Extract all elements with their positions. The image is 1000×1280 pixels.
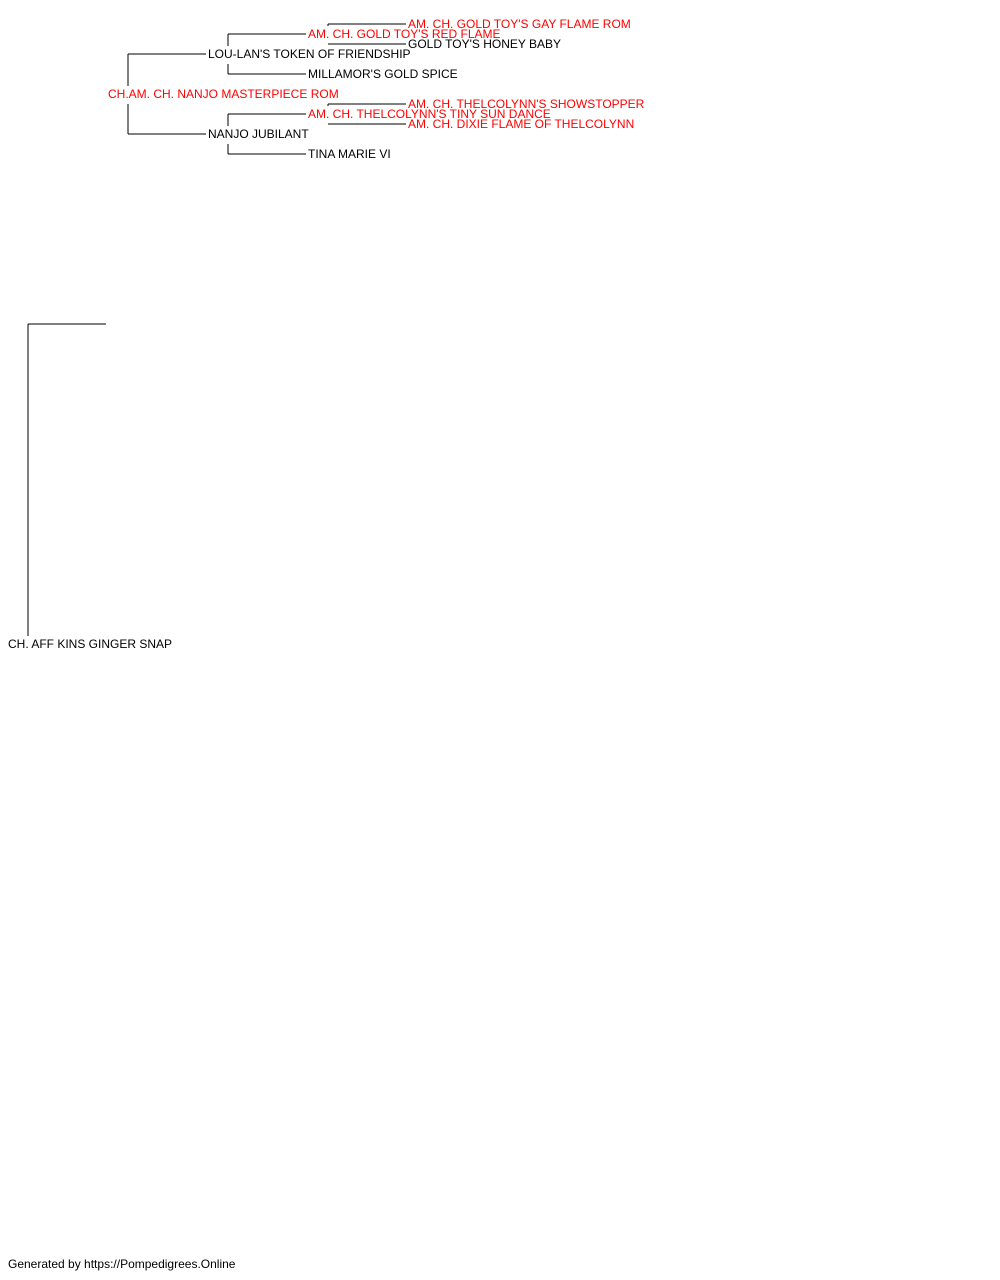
pedigree-node: AM. CH. GOLD TOY'S RED FLAME [308, 27, 501, 41]
pedigree-node: AM. CH. THELCOLYNN'S TINY SUN DANCE [308, 107, 551, 121]
pedigree-node: TINA MARIE VI [308, 147, 391, 161]
footer-credit: Generated by https://Pompedigrees.Online [8, 1257, 236, 1271]
pedigree-node: AM. CH. GOLD TOY'S GAY FLAME ROM [408, 17, 631, 31]
pedigree-node: AM. CH. THELCOLYNN'S SHOWSTOPPER [408, 97, 645, 111]
pedigree-node: GOLD TOY'S HONEY BABY [408, 37, 562, 51]
pedigree-node: NANJO JUBILANT [208, 127, 309, 141]
pedigree-node: AM. CH. DIXIE FLAME OF THELCOLYNN [408, 117, 635, 131]
pedigree-root: CH. AFF KINS GINGER SNAP [8, 637, 173, 651]
pedigree-node: LOU-LAN'S TOKEN OF FRIENDSHIP [208, 47, 411, 61]
pedigree-node: CH.AM. CH. NANJO MASTERPIECE ROM [108, 87, 339, 101]
pedigree-node: MILLAMOR'S GOLD SPICE [308, 67, 458, 81]
